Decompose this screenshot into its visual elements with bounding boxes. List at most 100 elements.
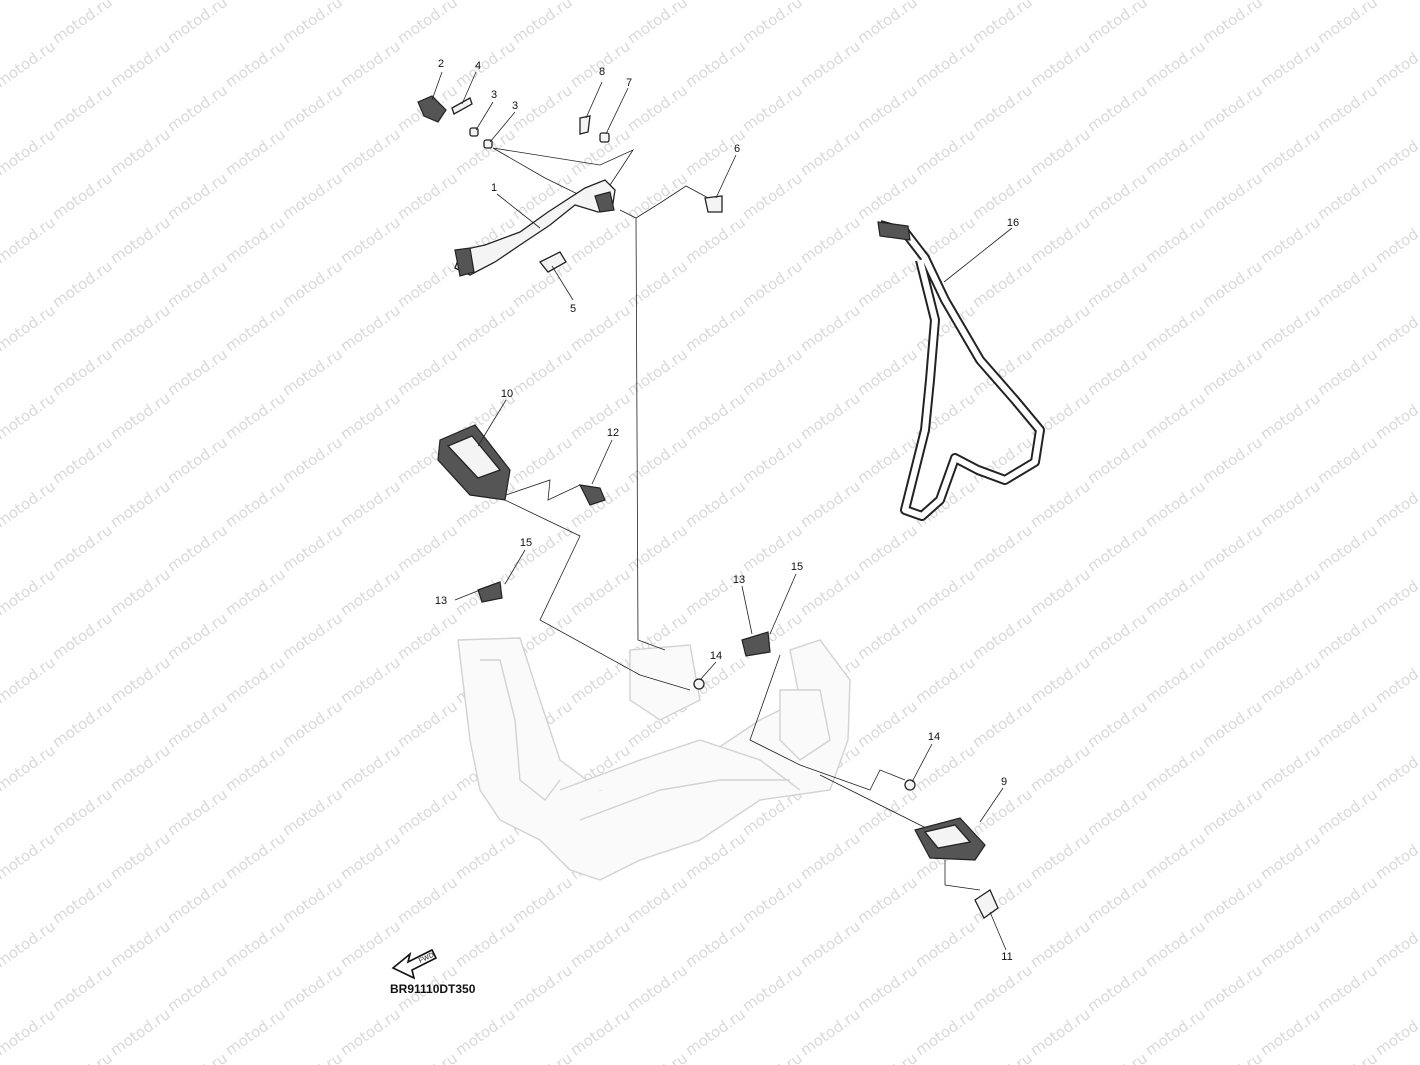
watermark-text: motod.ru: [164, 81, 231, 135]
watermark-text: motod.ru: [1314, 433, 1381, 487]
watermark-text: motod.ru: [222, 565, 289, 619]
watermark-text: motod.ru: [1314, 257, 1381, 311]
watermark-text: motod.ru: [1314, 81, 1381, 135]
watermark-text: motod.ru: [1314, 1049, 1381, 1065]
watermark-text: motod.ru: [969, 609, 1036, 663]
watermark-text: motod.ru: [567, 917, 634, 971]
watermark-text: motod.ru: [567, 213, 634, 267]
watermark-text: motod.ru: [912, 653, 979, 707]
watermark-text: motod.ru: [279, 257, 346, 311]
watermark-text: motod.ru: [394, 785, 461, 839]
watermark-text: motod.ru: [1084, 873, 1151, 927]
watermark-text: motod.ru: [1372, 0, 1420, 3]
watermark-text: motod.ru: [854, 785, 921, 839]
watermark-text: motod.ru: [337, 1005, 404, 1059]
watermark-text: motod.ru: [624, 0, 691, 47]
callout-9: 9: [1001, 776, 1007, 788]
watermark-text: motod.ru: [567, 37, 634, 91]
watermark-text: motod.ru: [854, 169, 921, 223]
watermark-text: motod.ru: [1084, 0, 1151, 47]
watermark-text: motod.ru: [797, 829, 864, 883]
watermark-text: motod.ru: [682, 213, 749, 267]
watermark-text: motod.ru: [509, 961, 576, 1015]
watermark-text: motod.ru: [854, 873, 921, 927]
watermark-text: motod.ru: [682, 1005, 749, 1059]
watermark-text: motod.ru: [394, 697, 461, 751]
watermark-text: motod.ru: [1199, 433, 1266, 487]
watermark-text: motod.ru: [1314, 169, 1381, 223]
callout-4: 4: [475, 60, 481, 72]
leader-lines: [492, 147, 981, 891]
watermark-text: motod.ru: [1372, 301, 1420, 355]
watermark-text: motod.ru: [452, 1005, 519, 1059]
watermark-text: motod.ru: [337, 653, 404, 707]
watermark-text: motod.ru: [969, 0, 1036, 47]
watermark-text: motod.ru: [509, 1049, 576, 1065]
watermark-text: motod.ru: [0, 0, 1, 47]
watermark-text: motod.ru: [337, 125, 404, 179]
watermark-text: motod.ru: [1084, 609, 1151, 663]
watermark-text: motod.ru: [739, 169, 806, 223]
watermark-text: motod.ru: [279, 81, 346, 135]
watermark-text: motod.ru: [1142, 0, 1209, 3]
watermark-text: motod.ru: [49, 81, 116, 135]
watermark-text: motod.ru: [797, 301, 864, 355]
watermark-text: motod.ru: [854, 609, 921, 663]
watermark-text: motod.ru: [1372, 389, 1420, 443]
watermark-text: motod.ru: [682, 0, 749, 3]
watermark-text: motod.ru: [0, 653, 59, 707]
watermark-text: motod.ru: [107, 125, 174, 179]
callout-5: 5: [570, 303, 576, 315]
watermark-text: motod.ru: [624, 961, 691, 1015]
watermark-text: motod.ru: [1257, 653, 1324, 707]
watermark-text: motod.ru: [1257, 0, 1324, 3]
watermark-text: motod.ru: [1142, 653, 1209, 707]
watermark-text: motod.ru: [337, 829, 404, 883]
watermark-text: motod.ru: [164, 697, 231, 751]
watermark-text: motod.ru: [1027, 37, 1094, 91]
watermark-text: motod.ru: [222, 829, 289, 883]
watermark-text: motod.ru: [394, 873, 461, 927]
watermark-text: motod.ru: [567, 301, 634, 355]
watermark-text: motod.ru: [969, 81, 1036, 135]
watermark-text: motod.ru: [567, 1005, 634, 1059]
watermark-text: motod.ru: [0, 829, 59, 883]
watermark-text: motod.ru: [1199, 697, 1266, 751]
watermark-text: motod.ru: [739, 0, 806, 47]
watermark-text: motod.ru: [0, 565, 59, 619]
footpeg-right: [914, 817, 986, 861]
watermark-text: motod.ru: [682, 917, 749, 971]
watermark-text: motod.ru: [969, 697, 1036, 751]
watermark-text: motod.ru: [394, 345, 461, 399]
watermark-text: motod.ru: [1084, 697, 1151, 751]
watermark-text: motod.ru: [854, 961, 921, 1015]
callout-leaders: [431, 71, 1013, 951]
watermark-text: motod.ru: [1257, 389, 1324, 443]
watermark-text: motod.ru: [1199, 169, 1266, 223]
watermark-text: motod.ru: [1084, 257, 1151, 311]
watermark-text: motod.ru: [0, 0, 59, 3]
watermark-text: motod.ru: [567, 653, 634, 707]
watermark-text: motod.ru: [1027, 829, 1094, 883]
watermark-text: motod.ru: [1027, 0, 1094, 3]
watermark-text: motod.ru: [222, 213, 289, 267]
watermark-text: motod.ru: [797, 0, 864, 3]
watermark-text: motod.ru: [739, 961, 806, 1015]
watermark-text: motod.ru: [164, 433, 231, 487]
watermark-text: motod.ru: [912, 741, 979, 795]
watermark-text: motod.ru: [1199, 609, 1266, 663]
watermark-text: motod.ru: [49, 697, 116, 751]
watermark-text: motod.ru: [1199, 873, 1266, 927]
watermark-text: motod.ru: [279, 345, 346, 399]
watermark-text: motod.ru: [222, 389, 289, 443]
watermark-text: motod.ru: [682, 477, 749, 531]
callout-8: 8: [599, 66, 605, 78]
watermark-text: motod.ru: [1372, 37, 1420, 91]
brake-pedal: [454, 179, 616, 277]
watermark-text: motod.ru: [279, 697, 346, 751]
watermark-text: motod.ru: [1084, 785, 1151, 839]
watermark-text: motod.ru: [1142, 125, 1209, 179]
watermark-text: motod.ru: [1027, 213, 1094, 267]
watermark-text: motod.ru: [394, 1049, 461, 1065]
watermark-text: motod.ru: [0, 917, 59, 971]
